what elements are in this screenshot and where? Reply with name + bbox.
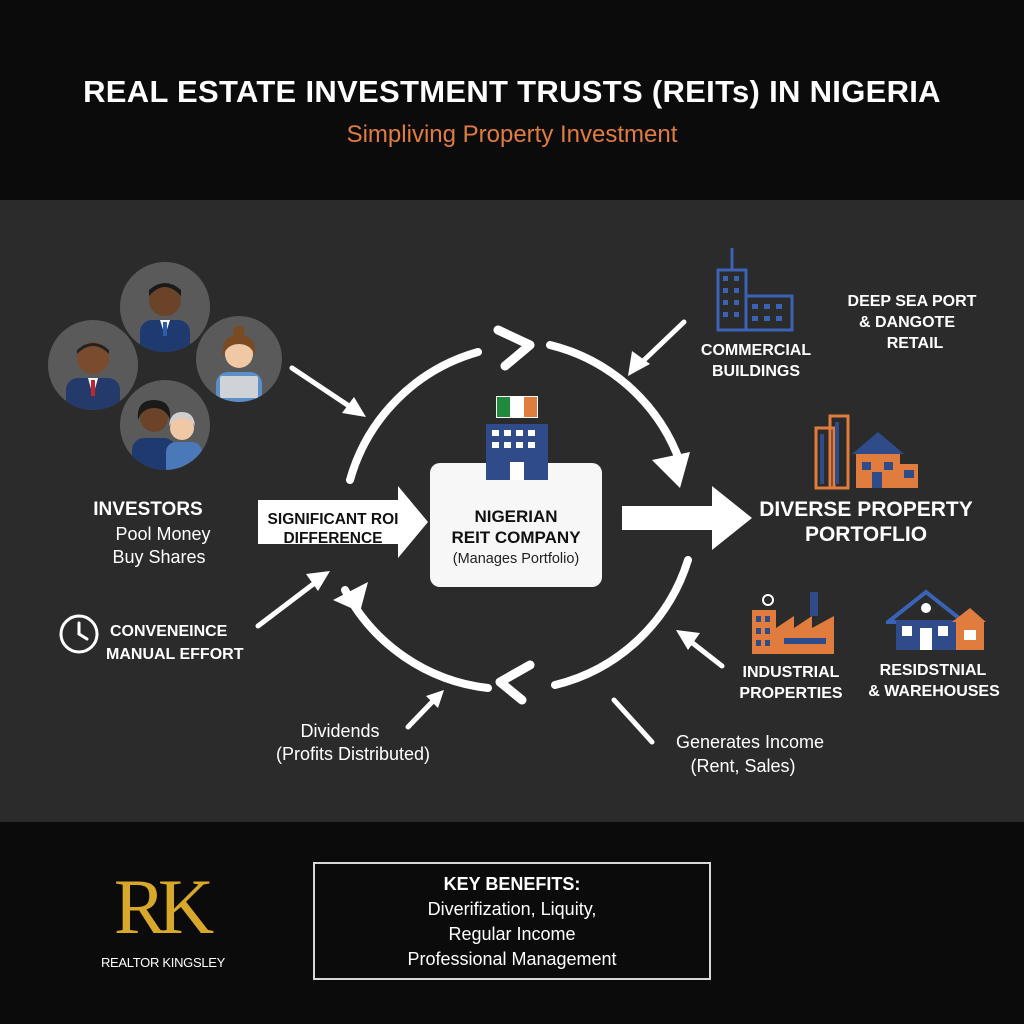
ring-chevron-top: [493, 325, 535, 371]
ring-arrowhead-left: [333, 582, 368, 612]
company-name: NIGERIAN REIT COMPANY: [430, 506, 602, 549]
convenience-line2: MANUAL EFFORT: [106, 646, 244, 663]
arrow-income-from-ring: [611, 697, 655, 745]
nigeria-flag-icon: [497, 397, 537, 417]
company-line1: NIGERIAN: [474, 507, 558, 526]
ring-arc-bottom-left: [341, 586, 492, 692]
city-house-icon: [814, 414, 918, 490]
benefits-line2: Regular Income: [448, 924, 576, 944]
company-line2: REIT COMPANY: [451, 528, 581, 548]
benefits-title: KEY BENEFITS:: [443, 874, 581, 894]
arrow-industrial-to-ring: [687, 638, 725, 669]
roi-arrow-label: SIGNIFICANT ROI DIFFERENCE: [258, 510, 408, 549]
investor-avatar-couple: [120, 380, 210, 470]
ring-arrowhead-right: [652, 452, 690, 488]
commercial-line2: BUILDINGS: [712, 363, 800, 380]
reit-company-box: [430, 463, 602, 587]
industrial-line2: PROPERTIES: [739, 685, 843, 702]
company-subtitle: (Manages Portfolio): [452, 551, 580, 567]
industrial-line1: INDUSTRIAL: [742, 664, 840, 681]
portfolio-line2: PORTOFLIO: [804, 523, 928, 546]
benefits-line3: Professional Management: [407, 949, 617, 969]
ring-arc-top-right: [546, 341, 684, 466]
deep-sea-line2: & DANGOTE: [859, 314, 955, 331]
dividends-line2: (Profits Distributed): [275, 744, 431, 764]
page-title: REAL ESTATE INVESTMENT TRUSTS (REITs) IN…: [83, 74, 941, 109]
factory-icon: [752, 592, 834, 654]
commercial-line1: COMMERCIAL: [700, 342, 812, 359]
dividends-line1: Dividends: [300, 721, 380, 741]
ring-chevron-bottom: [495, 660, 535, 705]
roi-line2: DIFFERENCE: [283, 530, 383, 548]
deep-sea-line1: DEEP SEA PORT: [847, 293, 977, 310]
convenience-line1: CONVENEINCE: [110, 623, 228, 640]
commercial-building-icon: [716, 248, 794, 332]
house-icon: [886, 589, 986, 650]
logo-caption: REALTOR KINGSLEY: [100, 955, 226, 970]
footer-band: [0, 822, 1024, 1024]
benefits-line1: Diverifization, Liquity,: [427, 899, 597, 919]
key-benefits-box: [313, 862, 711, 980]
realtor-kingsley-logo: RK: [113, 863, 214, 950]
arrowhead-dividends: [426, 690, 444, 708]
office-building-icon: [486, 396, 548, 480]
arrowhead-industrial: [676, 630, 700, 650]
header-band: [0, 0, 1024, 200]
investors-title: INVESTORS: [93, 499, 203, 520]
income-line1: Generates Income: [675, 732, 825, 752]
investor-avatar-man-center: [120, 262, 210, 352]
investor-avatar-woman-laptop: [196, 316, 282, 402]
portfolio-line1: DIVERSE PROPERTY: [759, 498, 973, 521]
arrowhead-convenience: [306, 571, 330, 591]
clock-icon: [59, 614, 99, 654]
page-subtitle: Simpliving Property Investment: [346, 121, 678, 148]
income-line2: (Rent, Sales): [690, 756, 796, 776]
arrow-dividends-to-ring: [405, 697, 437, 730]
arrow-convenience-to-ring: [255, 579, 319, 629]
investors-line2: Buy Shares: [112, 547, 206, 567]
ring-arc-top-left: [346, 348, 482, 484]
deep-sea-line3: RETAIL: [886, 335, 944, 352]
investors-line1: Pool Money: [115, 524, 211, 544]
residential-line1: RESIDSTNIAL: [879, 662, 987, 679]
arrowhead-commercial: [628, 351, 650, 376]
roi-arrow-shape: [258, 486, 428, 558]
ring-arc-bottom-right: [551, 556, 692, 689]
arrow-commercial-to-ring: [637, 319, 687, 367]
arrow-company-to-portfolio: [622, 486, 752, 550]
residential-line2: & WAREHOUSES: [868, 683, 1000, 700]
investor-avatar-man-left: [48, 320, 138, 410]
roi-line1: SIGNIFICANT ROI: [267, 511, 399, 528]
arrow-investors-to-ring: [289, 365, 355, 411]
arrowhead-investors: [342, 397, 366, 417]
